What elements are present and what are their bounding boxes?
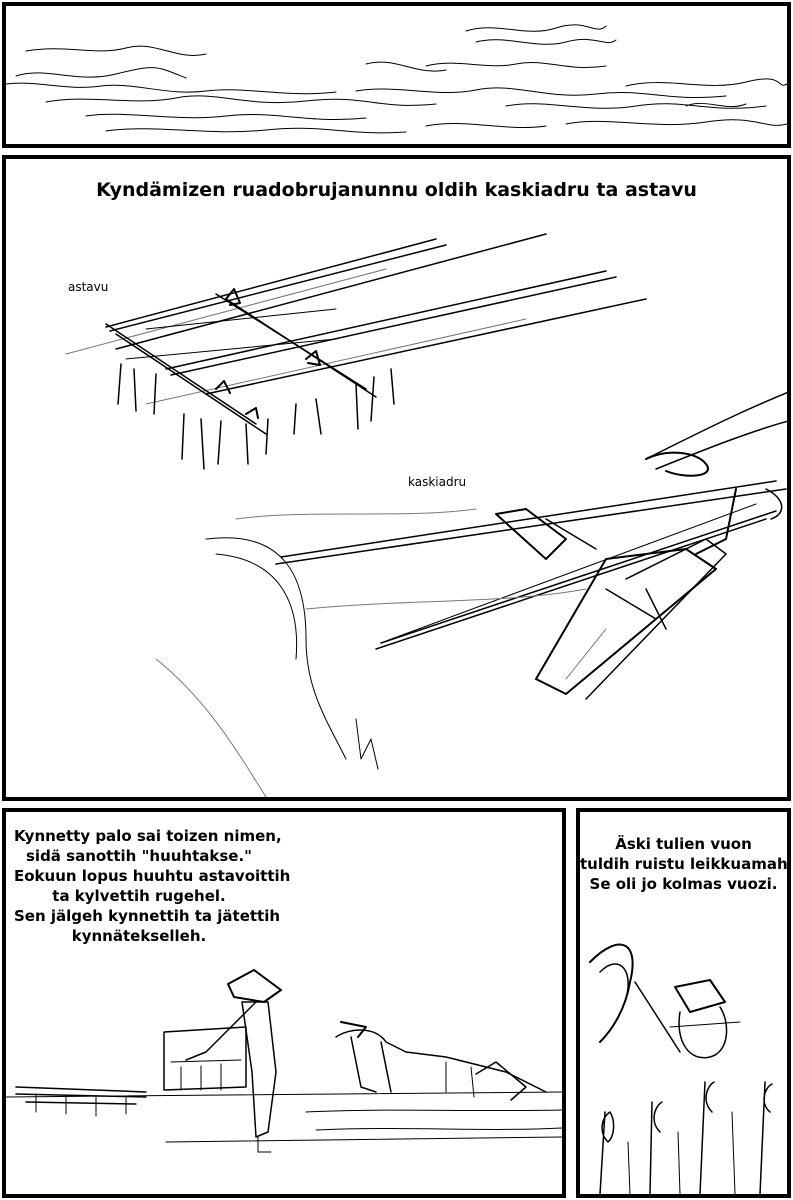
narration-line: sidä sanottih "huuhtakse."	[26, 847, 252, 865]
panel-sky	[2, 2, 791, 148]
field-sketch	[6, 969, 562, 1153]
panel-tools: Kyndämizen ruadobrujanunnu oldih kaskiad…	[2, 155, 791, 801]
panel-burnt-clearing: Kynnetty palo sai toizen nimen, sidä san…	[2, 808, 566, 1198]
narration-line: Kynnetty palo sai toizen nimen,	[14, 827, 282, 845]
narration-line: kynnätekselleh.	[71, 927, 207, 945]
panel-title: Kyndämizen ruadobrujanunnu oldih kaskiad…	[96, 179, 697, 201]
narration-text: Äski tulien vuon tuldih ruistu leikkuama…	[580, 834, 787, 894]
narration-line: Äski tulien vuon	[615, 835, 752, 853]
narration-line: ta kylvettih rugehel.	[52, 887, 226, 905]
harvest-sketch	[589, 943, 773, 1194]
narration-line: tuldih ruistu leikkuamah.	[580, 855, 791, 873]
panel-harvest: Äski tulien vuon tuldih ruistu leikkuama…	[576, 808, 791, 1198]
label-harrow: astavu	[68, 280, 109, 294]
label-plough: kaskiadru	[408, 475, 467, 489]
narration-line: Eokuun lopus huuhtu astavoittih	[14, 867, 291, 885]
narration-line: Se oli jo kolmas vuozi.	[589, 875, 778, 893]
cloud-sketch	[6, 24, 787, 134]
narration-line: Sen jälgeh kynnettih ta jätettih	[14, 907, 281, 925]
narration-text: Kynnetty palo sai toizen nimen, sidä san…	[14, 826, 291, 946]
harrow-sketch	[65, 233, 787, 797]
